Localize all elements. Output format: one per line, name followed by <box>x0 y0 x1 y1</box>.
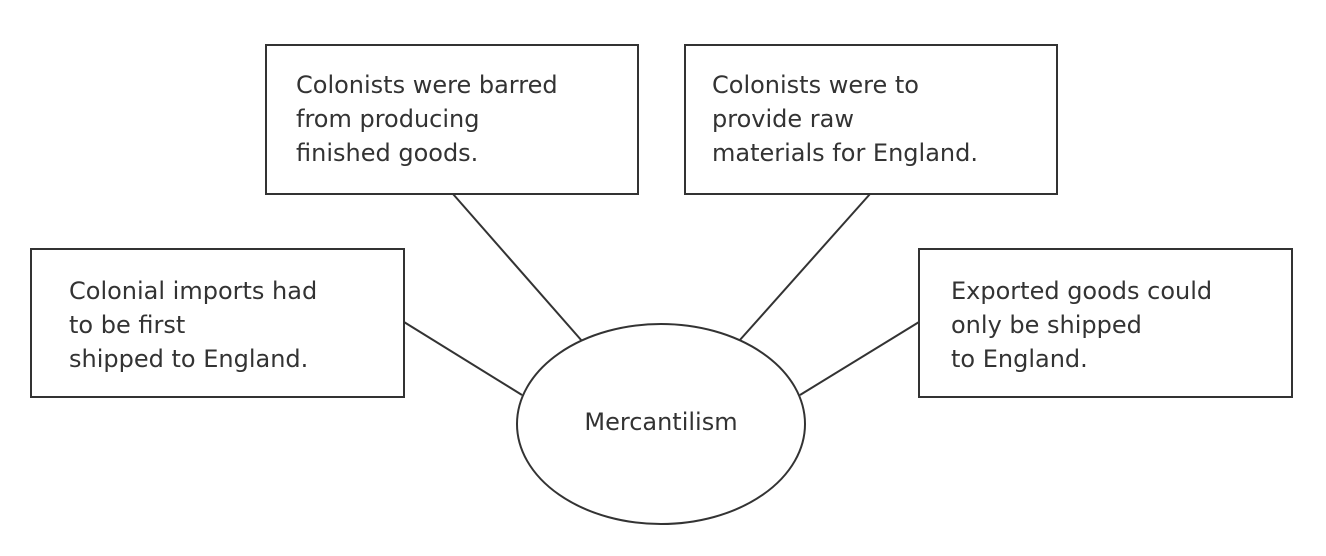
box-line: only be shipped <box>951 311 1142 339</box>
box-line: to be first <box>69 311 186 339</box>
box-right-text: Exported goods could only be shipped to … <box>951 274 1212 376</box>
center-label: Mercantilism <box>584 408 738 436</box>
center-ellipse <box>516 323 806 525</box>
box-line: from producing <box>296 105 480 133</box>
box-left-text: Colonial imports had to be first shipped… <box>69 274 317 376</box>
box-line: Colonists were barred <box>296 71 558 99</box>
connector-top-right <box>738 193 871 342</box>
box-line: to England. <box>951 345 1088 373</box>
box-top-right: Colonists were to provide raw materials … <box>684 44 1058 195</box>
box-left: Colonial imports had to be first shipped… <box>30 248 405 398</box>
box-line: Colonists were to <box>712 71 919 99</box>
connector-top-left <box>452 193 583 342</box>
box-right: Exported goods could only be shipped to … <box>918 248 1293 398</box>
box-line: materials for England. <box>712 139 978 167</box>
box-top-right-text: Colonists were to provide raw materials … <box>712 68 978 170</box>
box-top-left: Colonists were barred from producing fin… <box>265 44 639 195</box>
box-line: provide raw <box>712 105 854 133</box>
box-line: shipped to England. <box>69 345 309 373</box>
box-line: finished goods. <box>296 139 479 167</box>
connector-right <box>799 321 920 396</box>
box-line: Exported goods could <box>951 277 1213 305</box>
box-top-left-text: Colonists were barred from producing fin… <box>296 68 558 170</box>
box-line: Colonial imports had <box>69 277 318 305</box>
connector-left <box>403 321 523 396</box>
